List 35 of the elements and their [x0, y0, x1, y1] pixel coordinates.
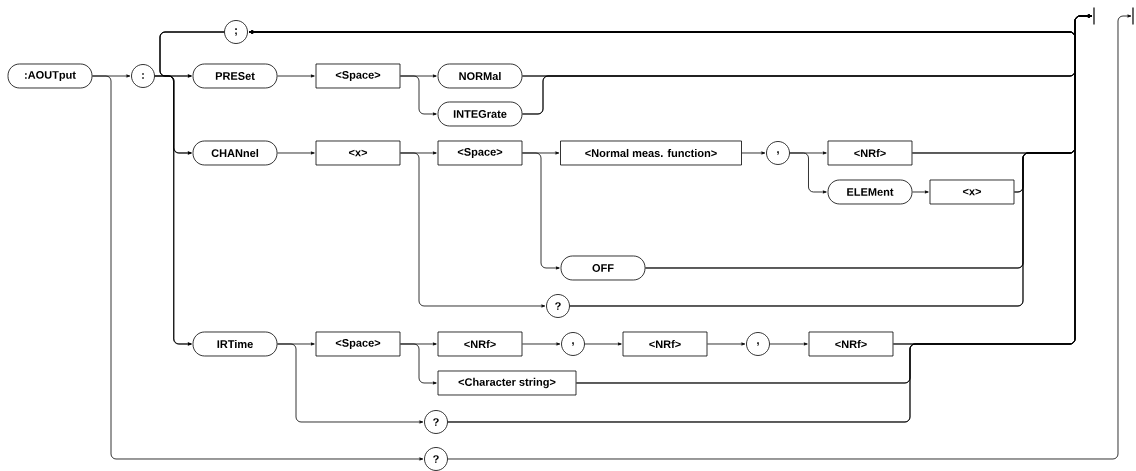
arrow: [92, 75, 424, 461]
arrow: [400, 75, 437, 116]
arrow: [707, 342, 746, 346]
parameter-box: <x>: [315, 140, 401, 166]
arrow: [400, 343, 437, 385]
keyword-box: OFF: [560, 255, 646, 281]
keyword-box: IRTime: [192, 331, 278, 357]
keyword-box: INTEGrate: [437, 101, 523, 127]
arrow: [912, 190, 929, 194]
keyword-box: PRESet: [192, 63, 278, 89]
keyword-box: NORMal: [437, 63, 523, 89]
keyword-box: CHANnel: [192, 140, 278, 166]
parameter-box: <NRf>: [437, 331, 523, 357]
parameter-box: <Normal meas. function>: [560, 140, 742, 166]
arrow: [584, 342, 622, 346]
arrow: [277, 74, 315, 78]
parameter-box: <Character string>: [437, 370, 577, 396]
parameter-box: <x>: [929, 179, 1015, 205]
arrow: [741, 151, 766, 155]
arrow: [159, 31, 225, 346]
parameter-box: <NRf>: [827, 140, 913, 166]
parameter-box: <Space>: [437, 140, 523, 166]
arrow: [277, 343, 424, 424]
parameter-box: <NRf>: [808, 331, 894, 357]
arrow: [522, 342, 561, 346]
arrow: [400, 152, 546, 308]
keyword-box: ELEMent: [827, 179, 913, 205]
parameter-box: <Space>: [315, 63, 401, 89]
keyword-box: :AOUTput: [7, 63, 93, 89]
arrow: [769, 342, 808, 346]
arrow: [522, 152, 560, 270]
arrow: [789, 152, 827, 194]
parameter-box: <NRf>: [622, 331, 708, 357]
arrow: [277, 151, 315, 155]
parameter-box: <Space>: [315, 331, 401, 357]
